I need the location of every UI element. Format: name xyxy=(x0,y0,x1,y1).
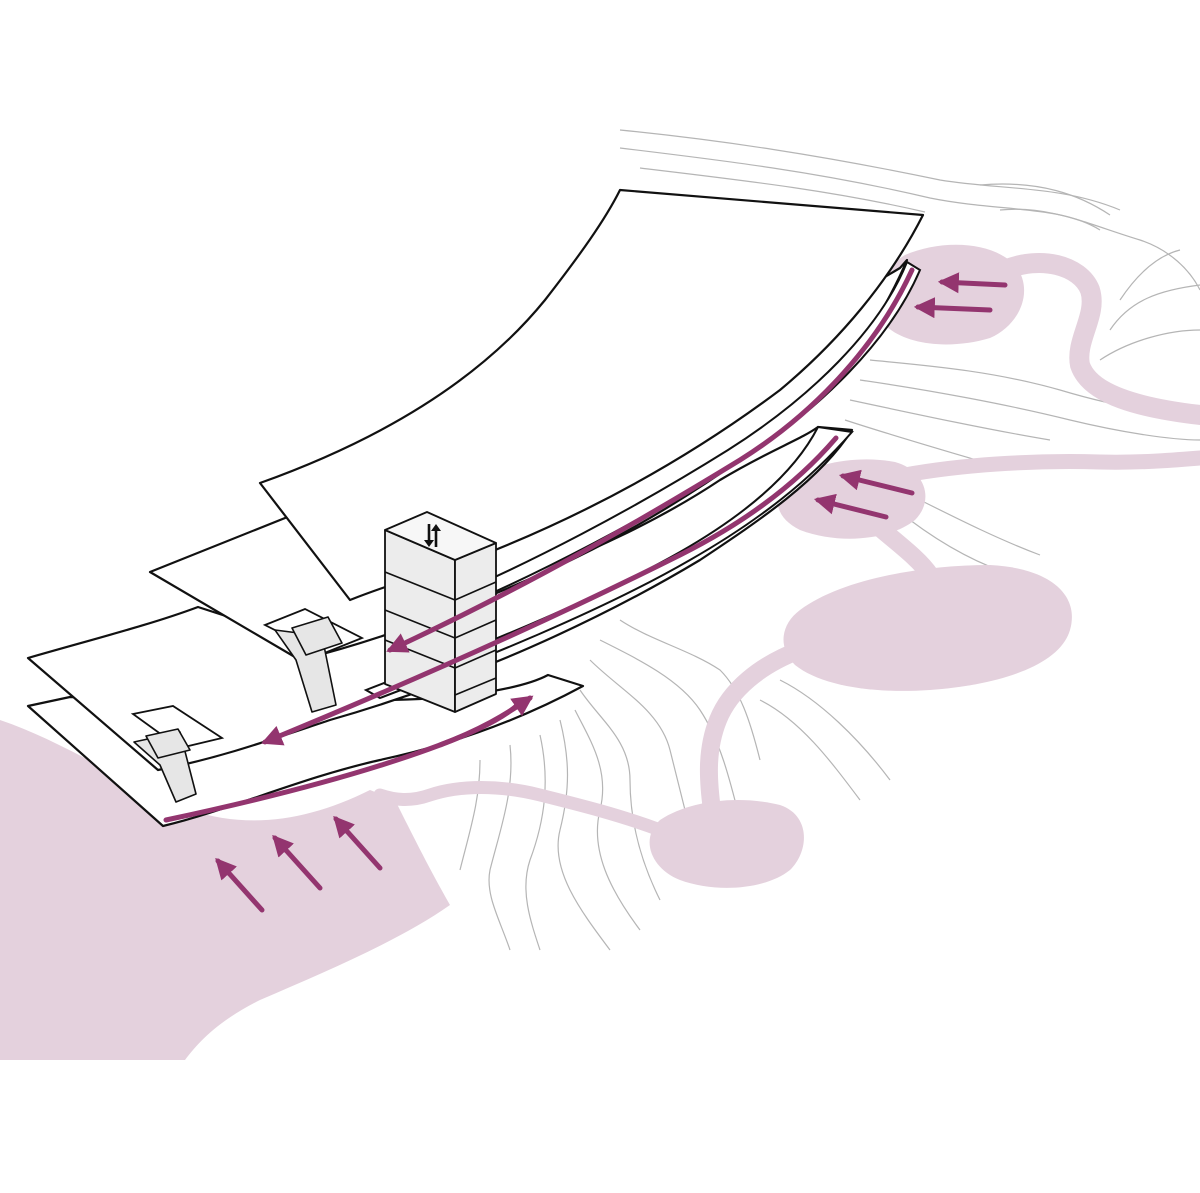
stair-landing-upper xyxy=(291,616,343,656)
entry-arrow-east-1 xyxy=(937,272,1008,294)
pedestrian-zones xyxy=(0,244,1200,1060)
path-lower-to-plaza xyxy=(373,781,667,837)
entry-arrow-east-2 xyxy=(913,297,993,319)
path-upper-loop xyxy=(995,253,1200,425)
flow-upper-level xyxy=(386,267,915,653)
entry-arrow-south-3 xyxy=(333,815,383,871)
flow-ground-level-east xyxy=(437,695,534,748)
stairs xyxy=(130,608,365,803)
garden-zone-large xyxy=(783,565,1072,691)
core-top-face xyxy=(384,511,497,561)
entry-arrow-middle-2 xyxy=(813,493,889,520)
flow-middle-level xyxy=(261,435,839,746)
entry-arrow-south-2 xyxy=(272,834,323,891)
up-down-arrows-icon xyxy=(424,524,441,547)
plaza-zone xyxy=(0,720,450,1060)
path-middle-link xyxy=(897,450,1200,483)
circulation-flows xyxy=(163,267,1008,913)
stair-landing-lower xyxy=(145,728,191,759)
garden-zone-lower xyxy=(649,800,804,888)
path-middle-to-garden xyxy=(871,519,939,584)
entry-zone-middle xyxy=(777,459,926,539)
slab-edge-lower xyxy=(363,425,854,700)
entry-arrow-south-1 xyxy=(215,857,265,913)
path-garden-to-lower xyxy=(699,641,809,819)
entry-arrow-middle-1 xyxy=(838,469,915,496)
